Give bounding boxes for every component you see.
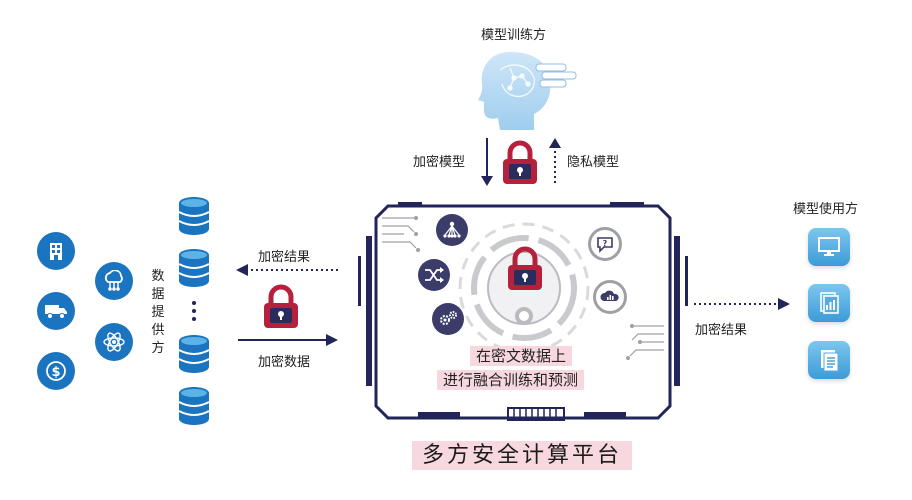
encrypted-data-label: 加密数据 [258, 355, 311, 370]
platform-title: 多方安全计算平台 [412, 437, 633, 470]
lock-icon [506, 246, 544, 296]
shuffle-icon [418, 259, 450, 291]
building-icon [37, 232, 75, 270]
platform-desc-line2: 进行融合训练和预测 [437, 369, 585, 390]
platform-title-text: 多方安全计算平台 [412, 441, 633, 470]
network-tree-icon [436, 214, 468, 246]
dollar-icon: $ [37, 352, 75, 390]
private-model-label: 隐私模型 [567, 155, 620, 170]
monitor-icon [808, 228, 850, 266]
database-icon [178, 248, 210, 288]
truck-icon [37, 292, 75, 330]
svg-text:?: ? [603, 239, 608, 248]
model-user-label: 模型使用方 [793, 202, 859, 217]
question-bubble-icon: ? [588, 227, 622, 261]
platform-desc-text: 在密文数据上 [470, 346, 573, 366]
dotted-left-arrow-icon [236, 262, 338, 281]
database-icon [178, 196, 210, 236]
platform-frame [358, 196, 688, 432]
report-chart-icon [808, 284, 850, 322]
data-provider-label: 数据提供方 [151, 269, 165, 356]
trainer-label: 模型训练方 [481, 28, 547, 43]
database-icon [178, 386, 210, 426]
encrypted-model-label: 加密模型 [413, 155, 466, 170]
ellipsis-icon [191, 300, 197, 326]
database-icon [178, 334, 210, 374]
ai-head-icon [470, 48, 580, 136]
svg-text:$: $ [51, 365, 60, 380]
platform-desc-text: 进行融合训练和预测 [437, 370, 585, 390]
encrypted-result-left-label: 加密结果 [258, 250, 311, 265]
cloud-network-icon [95, 262, 133, 300]
lock-icon [262, 284, 300, 334]
dotted-right-arrow-icon [694, 296, 790, 315]
document-icon [808, 341, 850, 379]
down-arrow-icon [480, 138, 494, 190]
dotted-up-arrow-icon [548, 138, 562, 190]
right-arrow-icon [238, 332, 338, 351]
cloud-chart-icon [593, 280, 627, 314]
atom-icon [95, 323, 133, 361]
lock-icon [501, 140, 539, 190]
platform-desc-line1: 在密文数据上 [470, 345, 573, 366]
encrypted-result-right-label: 加密结果 [695, 323, 748, 338]
gears-icon [432, 303, 464, 335]
